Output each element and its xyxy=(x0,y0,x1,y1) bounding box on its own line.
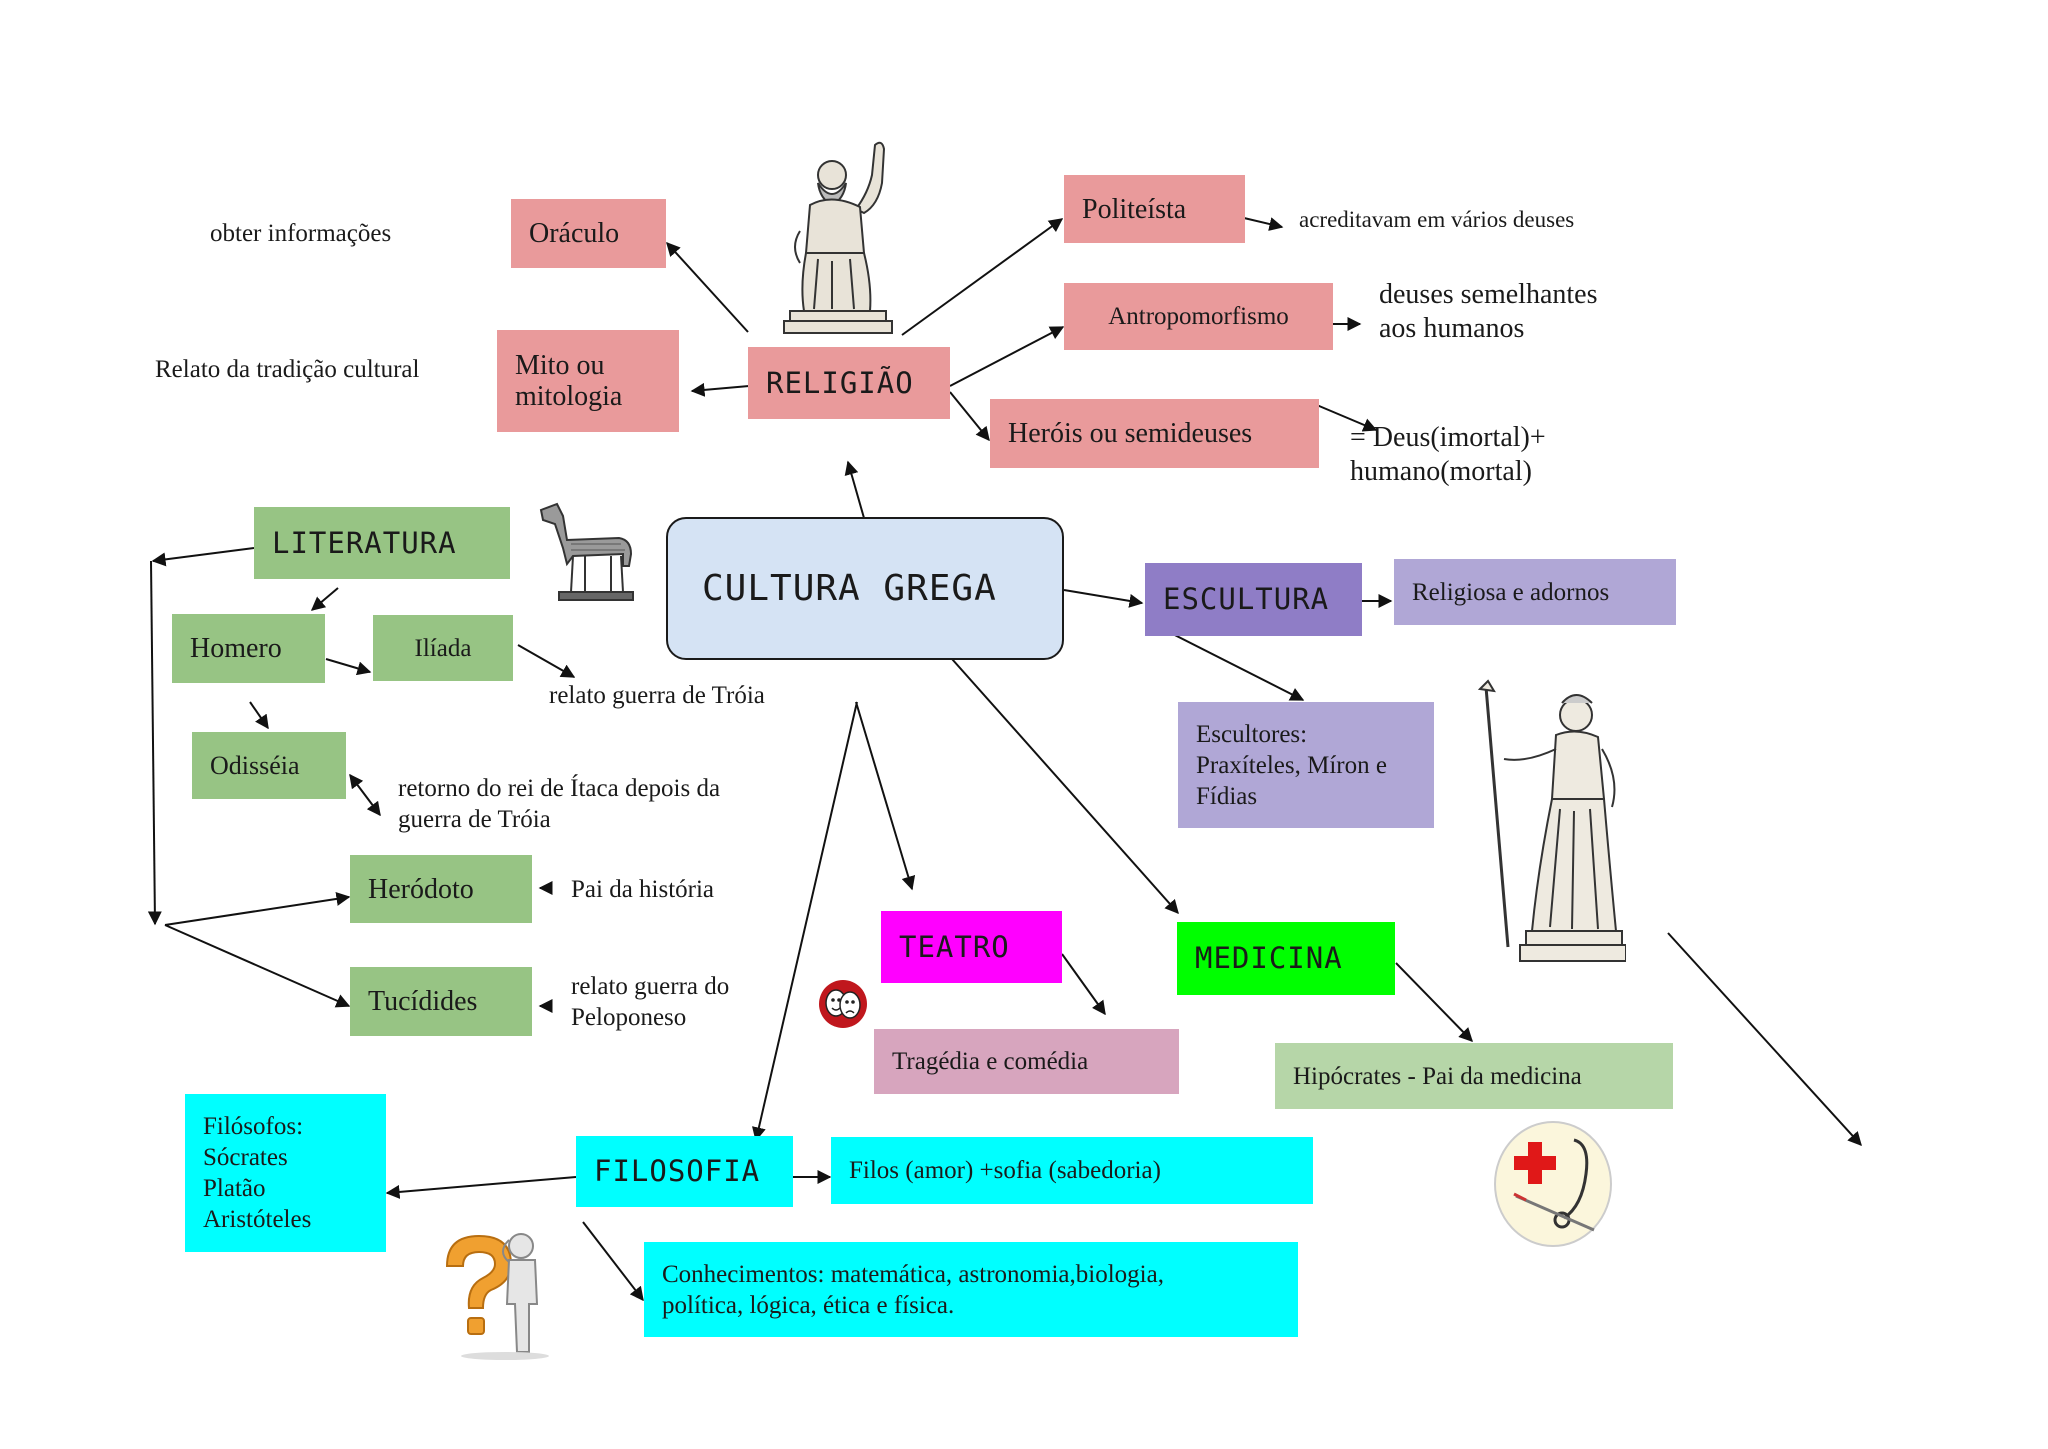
connector-center-theatre xyxy=(855,701,916,891)
connector-religion-myth xyxy=(690,382,750,397)
myth-label: Mito ou mitologia xyxy=(515,350,623,412)
literature-node: LITERATURA xyxy=(254,507,510,579)
sculptors-label: Escultores: Praxíteles, Míron e Fídias xyxy=(1196,720,1387,810)
medicine-node: MEDICINA xyxy=(1177,922,1395,995)
connector-center-sculpture xyxy=(1063,589,1144,608)
homer-node: Homero xyxy=(172,614,325,683)
connector-literature-homer xyxy=(310,587,339,611)
odyssey-label: Odisséia xyxy=(210,751,300,780)
thucydides-note: relato guerra do Peloponeso xyxy=(571,973,730,1031)
sculpture-note: Religiosa e adornos xyxy=(1412,578,1610,606)
oracle-note: obter informações xyxy=(210,220,392,247)
herodotus-node: Heródoto xyxy=(350,855,532,923)
polytheist-label: Politeísta xyxy=(1082,193,1187,225)
connector-religion-heroes xyxy=(949,391,990,442)
connector-center-medicine xyxy=(943,649,1179,915)
philosophy-node: FILOSOFIA xyxy=(576,1136,793,1207)
connector-odyssey-note xyxy=(349,773,381,817)
knowledge-label: Conhecimentos: matemática, astronomia,bi… xyxy=(662,1260,1164,1319)
iliad-note: relato guerra de Tróia xyxy=(549,682,765,709)
philosophers-label: Filósofos: Sócrates Platão Aristóteles xyxy=(203,1113,312,1233)
heroes-label: Heróis ou semideuses xyxy=(1008,418,1253,449)
connector-religion-oracle xyxy=(666,241,749,333)
connector-homer-iliad xyxy=(325,658,372,676)
center-label: CULTURA GREGA xyxy=(702,568,997,609)
connector-religion-anthropomorphism xyxy=(949,326,1065,387)
theatre-masks-icon xyxy=(819,980,867,1028)
trojan-horse-icon xyxy=(539,502,634,601)
anthropomorphism-note: deuses semelhantes aos humanos xyxy=(1379,279,1598,344)
theatre-genres-node: Tragédia e comédia xyxy=(874,1029,1179,1094)
odyssey-node: Odisséia xyxy=(192,732,346,799)
medicine-label: MEDICINA xyxy=(1195,941,1343,975)
anthropomorphism-label: Antropomorfismo xyxy=(1108,303,1289,330)
medicine-note-node: Hipócrates - Pai da medicina xyxy=(1275,1043,1673,1109)
thucydides-node: Tucídides xyxy=(350,967,532,1036)
connector-theatre-genres xyxy=(1061,953,1106,1016)
theatre-node: TEATRO xyxy=(881,911,1062,983)
polytheist-node: Politeísta xyxy=(1064,175,1245,243)
sculpture-note-node: Religiosa e adornos xyxy=(1394,559,1676,625)
connector-sculpture-sculptors xyxy=(1156,625,1305,701)
odyssey-note: retorno do rei de Ítaca depois da guerra… xyxy=(398,775,721,833)
heroes-note: = Deus(imortal)+ humano(mortal) xyxy=(1350,422,1546,487)
knowledge-node: Conhecimentos: matemática, astronomia,bi… xyxy=(644,1242,1298,1337)
connector-literature-trunk xyxy=(151,547,255,567)
medicine-note: Hipócrates - Pai da medicina xyxy=(1293,1062,1582,1090)
connector-literature-spine xyxy=(147,560,162,926)
thucydides-label: Tucídides xyxy=(368,986,478,1017)
connector-spine-herodotus xyxy=(164,891,351,926)
question-figure-icon xyxy=(445,1233,549,1360)
medical-symbol-icon xyxy=(1494,1121,1612,1247)
oracle-label: Oráculo xyxy=(529,218,620,249)
sculpture-node: ESCULTURA xyxy=(1145,563,1362,636)
herodotus-note: Pai da história xyxy=(571,876,715,903)
oracle-node: Oráculo xyxy=(511,199,666,268)
herodotus-label: Heródoto xyxy=(368,873,474,905)
philosophy-label: FILOSOFIA xyxy=(594,1154,761,1188)
zeus-statue-icon xyxy=(783,141,893,334)
connector-iliad-note xyxy=(517,644,576,678)
heroes-node: Heróis ou semideuses xyxy=(990,399,1319,468)
connector-religion-polytheist xyxy=(901,218,1064,336)
connector-spine-thucydides xyxy=(164,924,351,1008)
connector-stray-arrow xyxy=(1667,932,1862,1147)
myth-node: Mito ou mitologia xyxy=(497,330,679,432)
theatre-genres: Tragédia e comédia xyxy=(892,1048,1089,1075)
homer-label: Homero xyxy=(190,633,282,664)
sculpture-label: ESCULTURA xyxy=(1163,582,1330,616)
religion-label: RELIGIÃO xyxy=(766,365,914,400)
etymology-label: Filos (amor) +sofia (sabedoria) xyxy=(849,1157,1161,1184)
connector-homer-odyssey xyxy=(249,701,269,730)
literature-label: LITERATURA xyxy=(272,525,457,560)
connector-philosophy-knowledge xyxy=(582,1221,644,1302)
religion-node: RELIGIÃO xyxy=(748,347,950,419)
etymology-node: Filos (amor) +sofia (sabedoria) xyxy=(831,1137,1313,1204)
philosophers-node: Filósofos: Sócrates Platão Aristóteles xyxy=(185,1094,386,1252)
center-node: CULTURA GREGA xyxy=(666,517,1064,660)
connector-polytheist-note xyxy=(1243,217,1284,231)
connector-philosophy-philosophers xyxy=(385,1176,577,1199)
anthropomorphism-node: Antropomorfismo xyxy=(1064,283,1333,350)
athena-statue-icon xyxy=(1477,679,1626,962)
iliad-label: Ilíada xyxy=(414,634,472,662)
iliad-node: Ilíada xyxy=(373,615,513,681)
connector-center-religion xyxy=(844,460,865,519)
connector-center-philosophy xyxy=(752,701,858,1142)
theatre-label: TEATRO xyxy=(899,929,1010,964)
sculptors-node: Escultores: Praxíteles, Míron e Fídias xyxy=(1178,702,1434,828)
polytheist-note: acreditavam em vários deuses xyxy=(1299,207,1575,232)
connector-medicine-note xyxy=(1395,962,1473,1043)
myth-note: Relato da tradição cultural xyxy=(155,356,420,383)
